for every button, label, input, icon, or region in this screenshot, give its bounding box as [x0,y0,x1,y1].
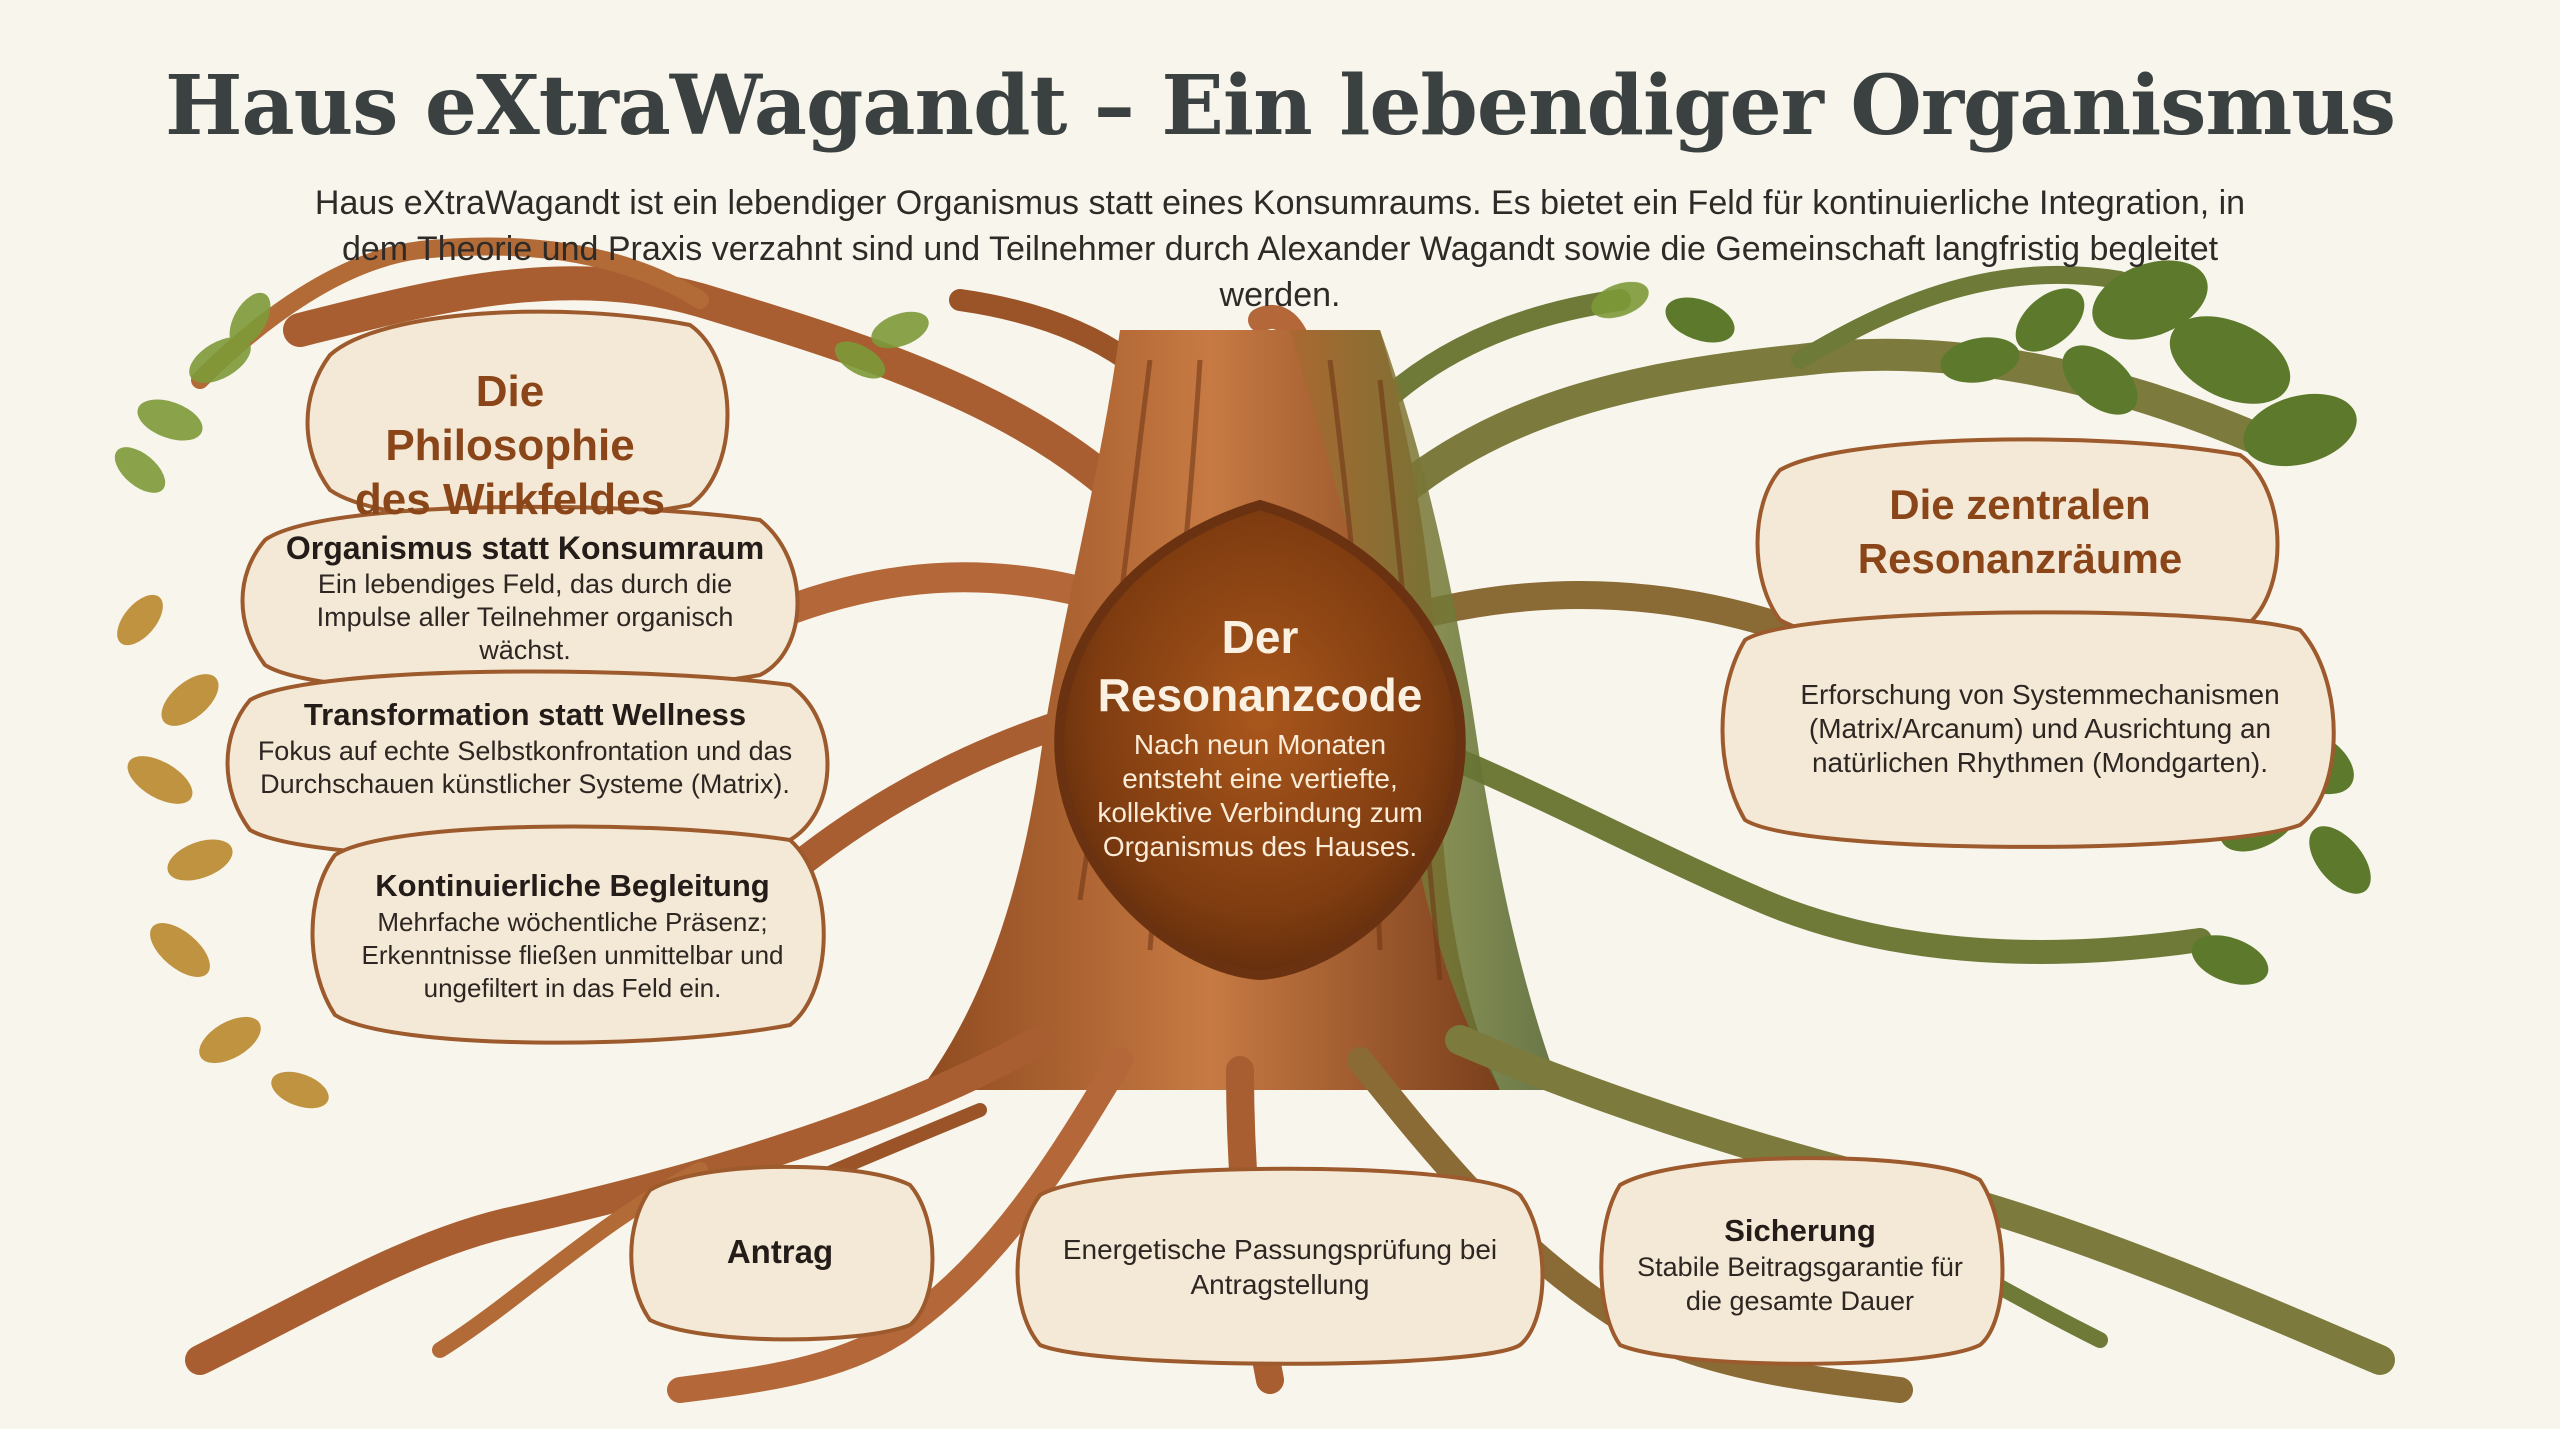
card-pruefung: Energetische Passungsprüfung bei Antrags… [1060,1232,1500,1302]
card-transformation-heading: Transformation statt Wellness [303,697,747,732]
intro-text: Haus eXtraWagandt ist ein lebendiger Org… [314,184,2246,314]
resonanzcode-hollow [1054,499,1466,981]
card-antrag: Antrag [660,1232,900,1272]
resonanzcode-title: Der Resonanzcode [1097,611,1423,721]
tree-trunk [920,330,1560,1090]
panel-organismus [240,504,800,695]
card-begleitung-text: Mehrfache wöchentliche Präsenz; Erkenntn… [361,907,784,1003]
page-title: Haus eXtraWagandt – Ein lebendiger Organ… [164,58,2396,154]
panel-antrag [629,1164,935,1342]
parchment-panels [225,309,2336,1366]
card-antrag-label: Antrag [726,1233,834,1270]
panel-resonanz-body [1720,610,2336,849]
card-transformation: Transformation statt Wellness Fokus auf … [245,695,805,801]
resonance-title: Die zentralen Resonanzräume [1857,481,2183,582]
card-transformation-text: Fokus auf echte Selbstkonfrontation und … [257,736,793,799]
resonanzcode-text: Nach neun Monaten entsteht eine vertieft… [1097,729,1423,862]
card-pruefung-text: Energetische Passungsprüfung bei Antrags… [1062,1234,1498,1300]
card-organismus-heading: Organismus statt Konsumraum [285,530,765,566]
panel-pruefung [1015,1166,1545,1366]
philosophy-title: Die Philosophie des Wirkfeldes [354,367,666,524]
panel-sicherung [1599,1156,2005,1366]
card-resonanz: Erforschung von Systemmechanismen (Matri… [1765,678,2315,780]
card-organismus: Organismus statt Konsumraum Ein lebendig… [260,528,790,667]
card-begleitung: Kontinuierliche Begleitung Mehrfache wöc… [335,866,810,1005]
card-sicherung-heading: Sicherung [1724,1213,1876,1248]
panel-philosophy-title [305,309,730,523]
card-resonanz-text: Erforschung von Systemmechanismen (Matri… [1800,679,2280,778]
panel-begleitung [310,824,826,1045]
card-organismus-text: Ein lebendiges Feld, das durch die Impul… [316,569,734,665]
card-sicherung-text: Stabile Beitragsgarantie für die gesamte… [1637,1252,1963,1316]
card-sicherung: Sicherung Stabile Beitragsgarantie für d… [1630,1212,1970,1318]
card-begleitung-heading: Kontinuierliche Begleitung [375,868,770,903]
